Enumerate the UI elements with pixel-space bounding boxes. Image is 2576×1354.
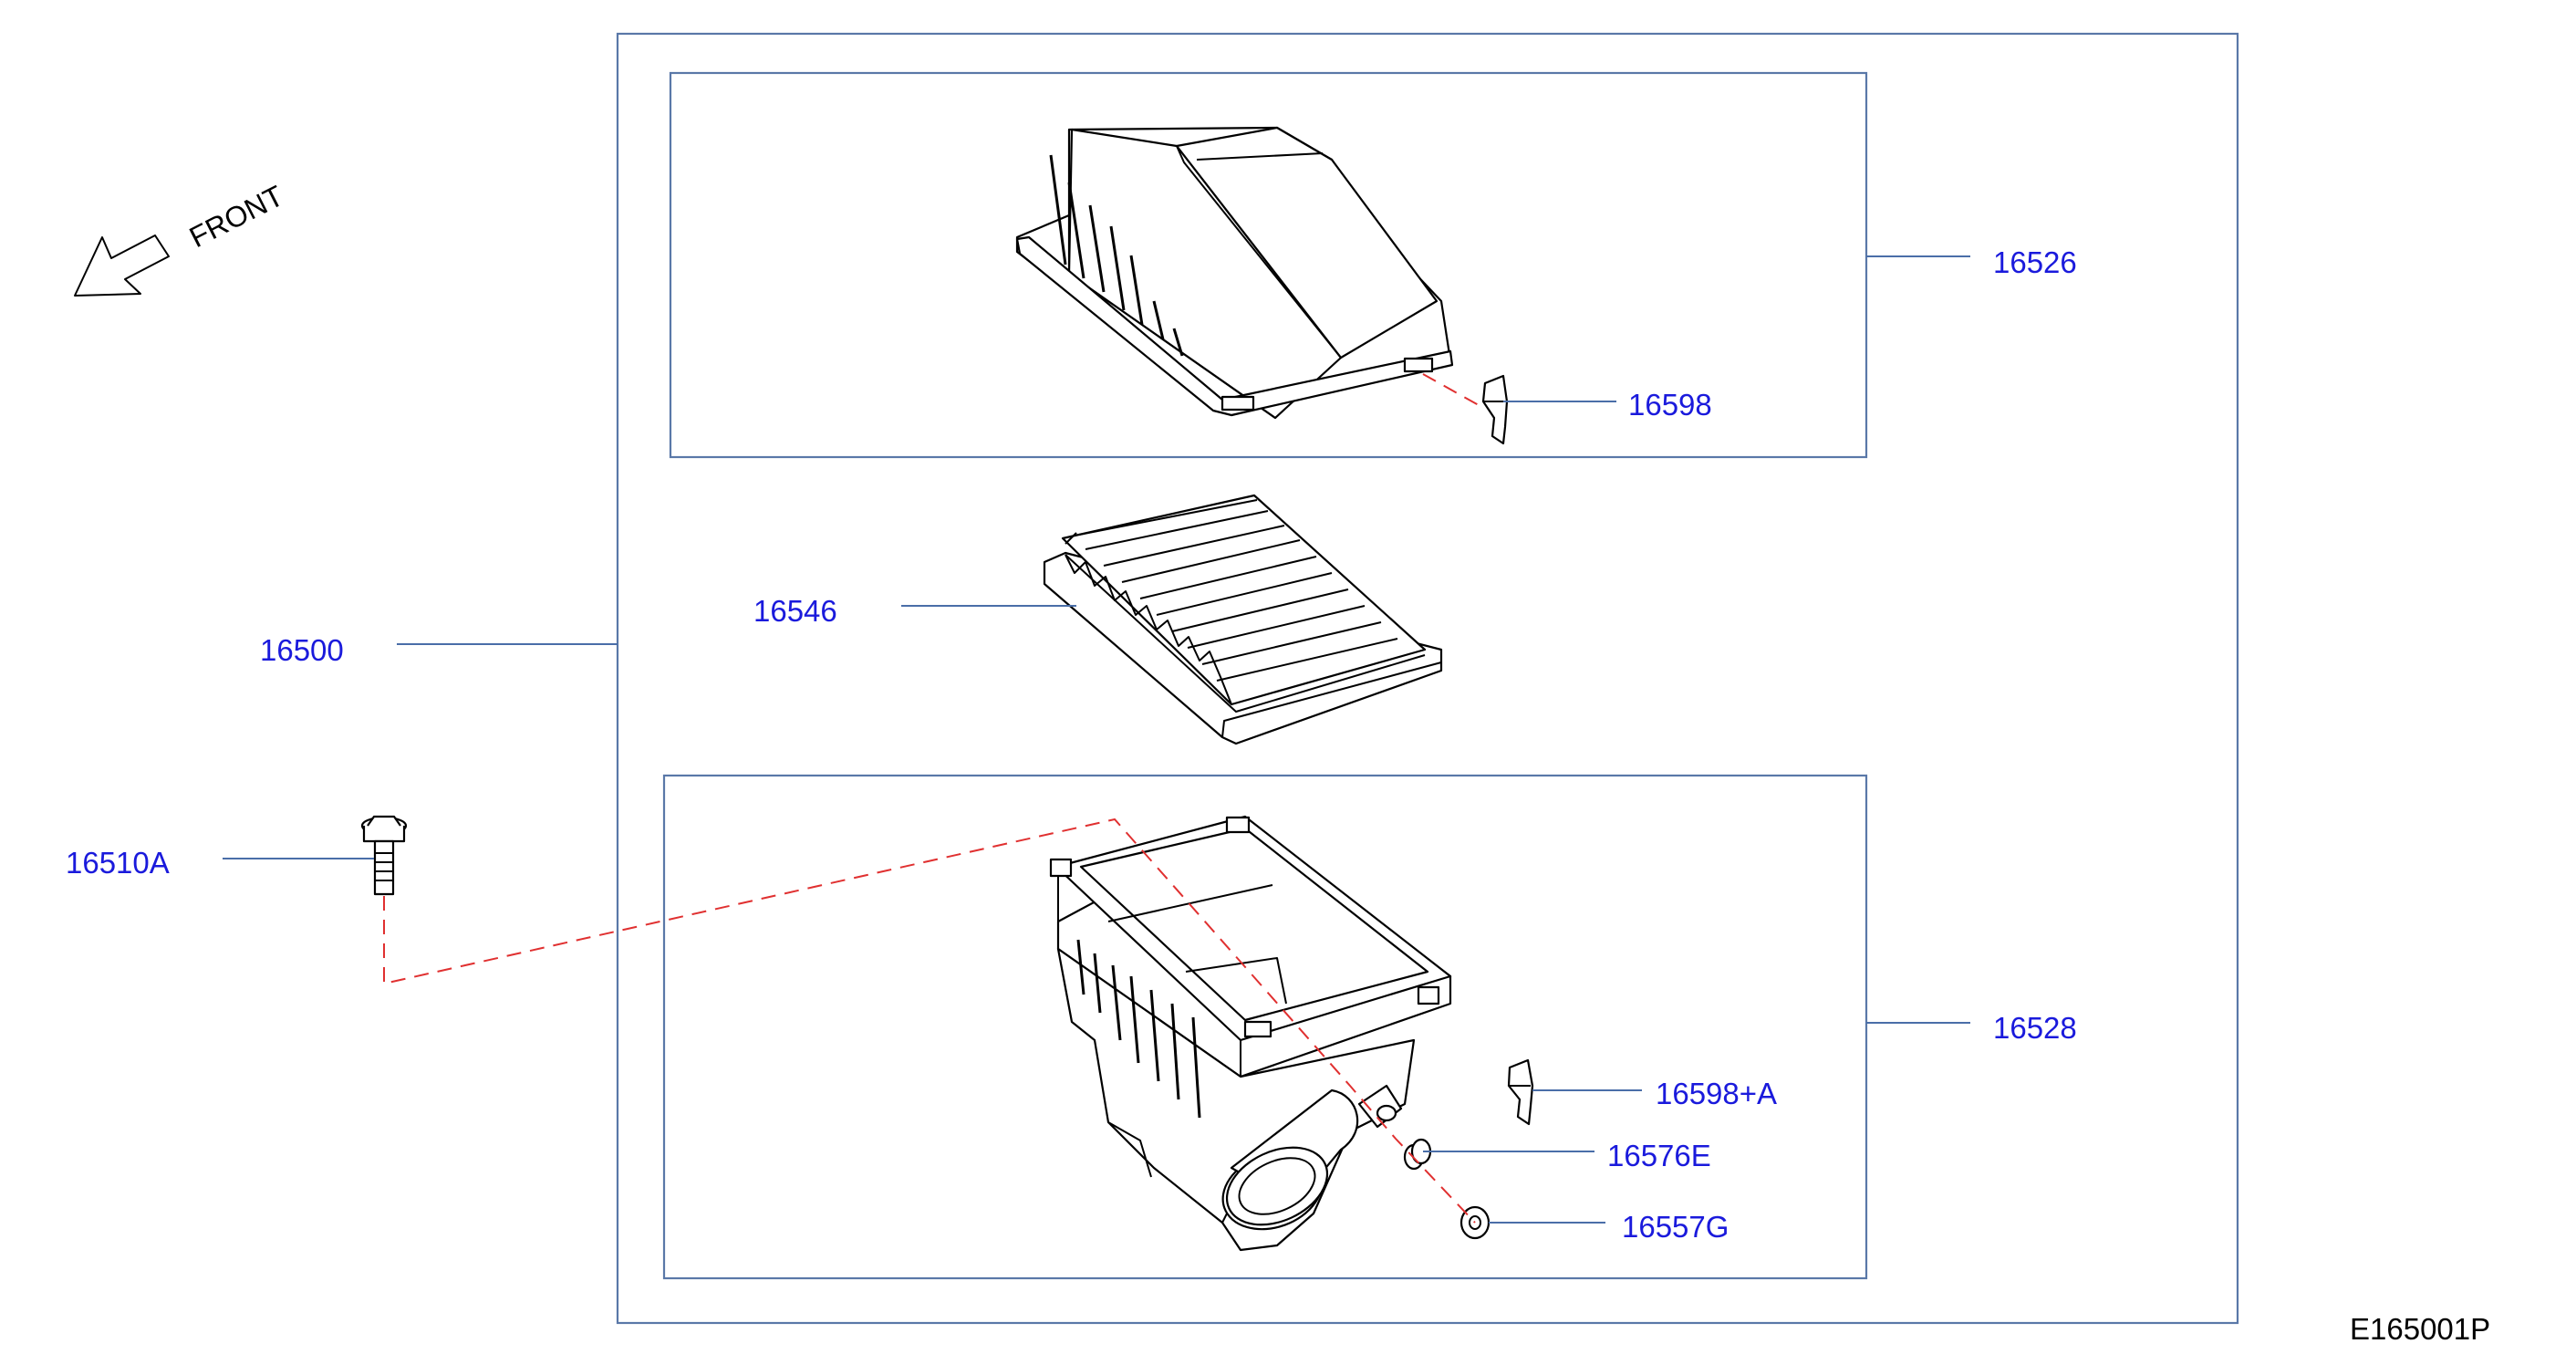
part-label-16528: 16528: [1993, 1011, 2077, 1045]
clip-16598-drawing: [1481, 374, 1509, 445]
bolt-16510a-drawing: [360, 815, 408, 896]
figure-code: E165001P: [2350, 1312, 2490, 1346]
part-label-16510a: 16510A: [66, 846, 170, 880]
lower-case-body-drawing: [1049, 815, 1452, 1252]
front-label: FRONT: [184, 179, 289, 254]
lower-case-frame: [662, 774, 1868, 1280]
front-arrow-icon: [74, 234, 170, 297]
upper-case-frame: [669, 71, 1868, 459]
collar-16576e-drawing: [1403, 1138, 1432, 1171]
part-label-16526: 16526: [1993, 245, 2077, 279]
part-label-16557g: 16557G: [1622, 1210, 1729, 1244]
upper-clip-dashed-line: [1422, 373, 1486, 410]
clip-16598a-drawing: [1507, 1058, 1534, 1126]
assembly-frame: [616, 32, 2239, 1325]
part-label-16598: 16598: [1628, 388, 1712, 422]
upper-case-cover-drawing: [1015, 126, 1454, 420]
part-label-16598a: 16598+A: [1656, 1077, 1777, 1110]
part-label-16500: 16500: [260, 633, 344, 667]
bolt-assembly-dashed-line: [383, 818, 1476, 1224]
air-filter-element-drawing: [1043, 494, 1443, 745]
part-label-16546: 16546: [753, 594, 837, 628]
part-label-16576e: 16576E: [1607, 1139, 1711, 1172]
